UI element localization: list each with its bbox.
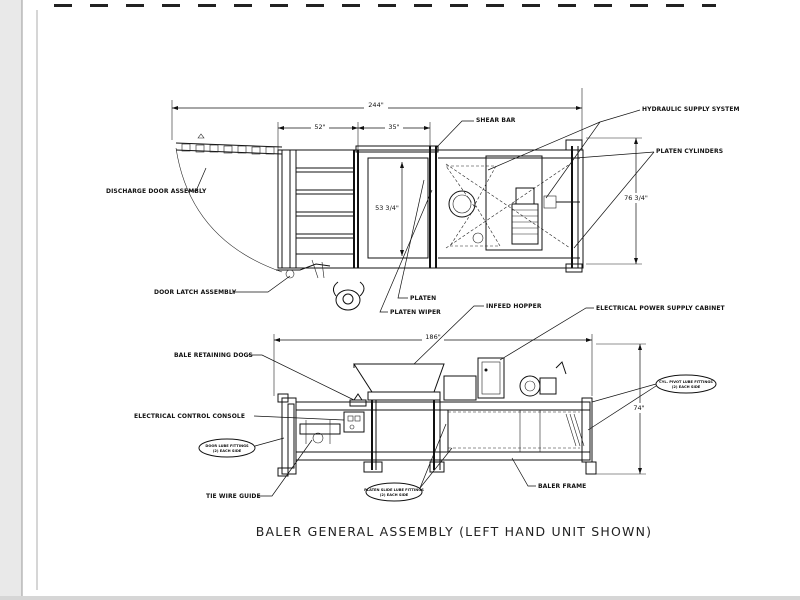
label-hydraulic-supply-system: HYDRAULIC SUPPLY SYSTEM [642,106,740,113]
label-door-latch-assembly: DOOR LATCH ASSEMBLY [154,289,237,296]
callout-door-lube-line2: (2) EACH SIDE [213,449,242,453]
baler-body-top: 53 3/4" [276,139,584,279]
baler-frame-side [277,357,597,477]
top-view: 244" 52" 35" [106,88,740,316]
label-bale-retaining-dogs: BALE RETAINING DOGS [174,352,253,359]
callout-door-lube-line1: DOOR LUBE FITTINGS [205,444,249,448]
callout-platen-slide-lube: PLATEN SLIDE LUBE FITTINGS (2) EACH SIDE [364,423,453,502]
drawing-title: BALER GENERAL ASSEMBLY (LEFT HAND UNIT S… [256,524,653,539]
callout-cyl-pivot-lube: CYL. PIVOT LUBE FITTINGS (2) EACH SIDE [587,374,717,431]
discharge-door [175,133,283,155]
label-tie-wire-guide: TIE WIRE GUIDE [206,493,261,500]
dim-35: 35" [388,123,399,131]
operator-figure [332,281,365,311]
dim-52: 52" [314,123,325,131]
dim-244: 244" [368,101,383,109]
callout-cyl-pivot-line2: (2) EACH SIDE [672,385,701,389]
label-platen-wiper: PLATEN WIPER [390,309,441,316]
callout-door-lube: DOOR LUBE FITTINGS (2) EACH SIDE [198,437,285,458]
label-baler-frame: BALER FRAME [538,483,586,490]
callout-cyl-pivot-line1: CYL. PIVOT LUBE FITTINGS [659,380,713,384]
label-electrical-power-supply-cabinet: ELECTRICAL POWER SUPPLY CABINET [596,305,726,312]
label-platen: PLATEN [410,295,436,302]
label-infeed-hopper: INFEED HOPPER [486,303,542,310]
dim-74: 74" [633,404,644,412]
label-platen-cylinders: PLATEN CYLINDERS [656,148,723,155]
side-view: 186" [134,303,726,502]
dim-76-3-4: 76 3/4" [624,194,648,202]
callout-platen-slide-line1: PLATEN SLIDE LUBE FITTINGS [364,488,424,492]
dim-186: 186" [425,333,440,341]
label-shear-bar: SHEAR BAR [476,117,516,124]
label-electrical-control-console: ELECTRICAL CONTROL CONSOLE [134,413,245,420]
door-swing-arc [175,147,283,273]
label-discharge-door-assembly: DISCHARGE DOOR ASSEMBLY [106,188,207,195]
dim-53-3-4: 53 3/4" [375,204,399,212]
callout-platen-slide-line2: (2) EACH SIDE [380,493,409,497]
